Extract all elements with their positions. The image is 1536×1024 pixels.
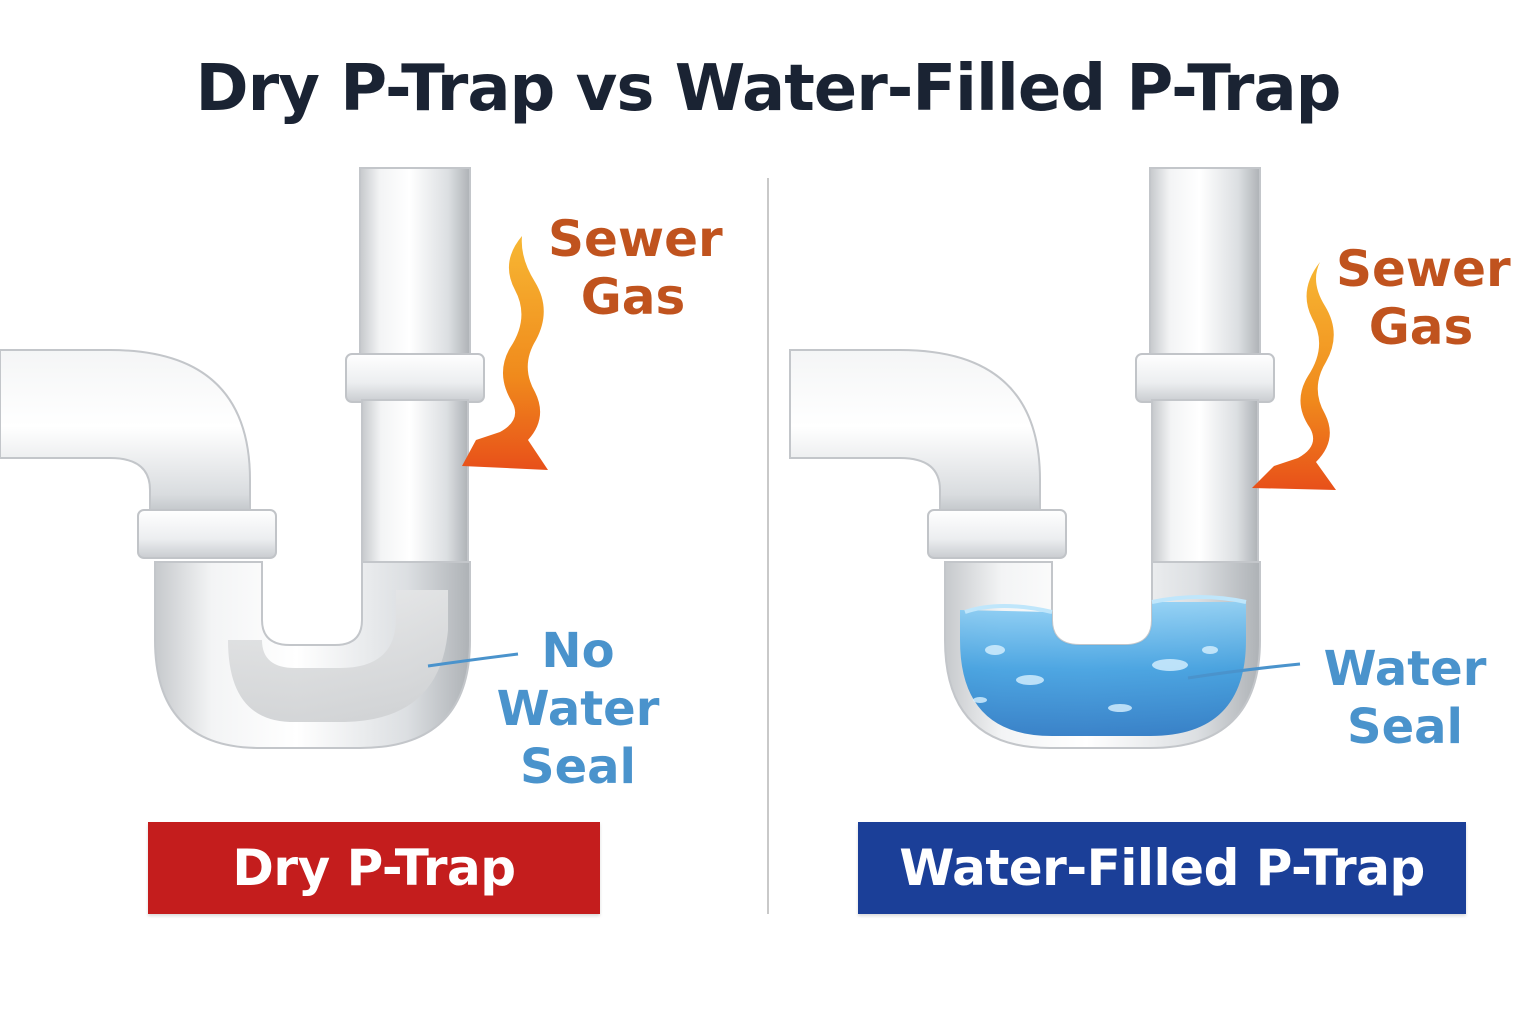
water-filled-p-trap-banner: Water-Filled P-Trap <box>858 822 1466 914</box>
dry-p-trap-drawing <box>0 167 548 749</box>
right-seal-label: Water Seal <box>1310 640 1500 756</box>
gas-label-line: Gas <box>580 268 686 326</box>
page-title: Dry P-Trap vs Water-Filled P-Trap <box>195 52 1342 126</box>
seal-label-line: Water <box>1323 641 1487 697</box>
dry-p-trap-banner: Dry P-Trap <box>148 822 600 914</box>
sewer-gas-flame-icon <box>462 236 548 470</box>
seal-label-line: Seal <box>520 739 636 795</box>
seal-label-line: Seal <box>1347 699 1463 755</box>
gas-label-line: Sewer <box>1336 240 1511 298</box>
left-seal-label: No Water Seal <box>488 622 668 796</box>
panel-divider <box>767 178 769 914</box>
seal-pointer-line <box>427 652 519 668</box>
water-filled-p-trap-drawing <box>789 167 1336 749</box>
water-seal-fill <box>960 602 1246 736</box>
dry-trap-interior <box>228 590 448 722</box>
gas-label-line: Gas <box>1368 298 1474 356</box>
seal-label-line: No <box>541 623 615 679</box>
sewer-gas-flame-icon <box>1252 262 1336 490</box>
left-sewer-gas-label: Sewer Gas <box>548 210 723 326</box>
seal-pointer-line <box>1187 662 1301 680</box>
seal-label-line: Water <box>496 681 660 737</box>
gas-label-line: Sewer <box>548 210 723 268</box>
right-sewer-gas-label: Sewer Gas <box>1336 240 1511 356</box>
